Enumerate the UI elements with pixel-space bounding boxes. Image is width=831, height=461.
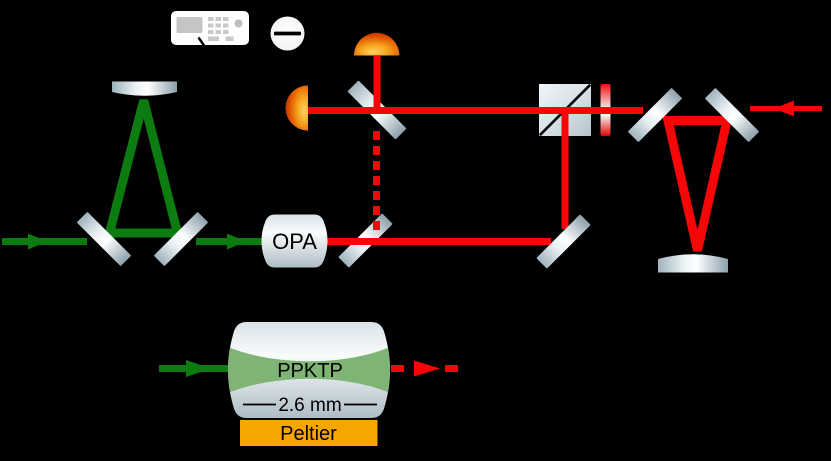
- red-output-arrowhead-icon: [414, 360, 440, 377]
- spectrum-analyzer-icon: [171, 11, 249, 47]
- ppktp-panel: PPKTP 2.6 mm Peltier: [159, 322, 458, 446]
- green-pump-arrowhead-icon: [186, 360, 211, 377]
- green-input-arrowhead-icon: [28, 233, 47, 250]
- analyzer-knob-icon: [234, 19, 243, 28]
- crystal-length-label: 2.6 mm: [278, 395, 341, 416]
- top-photodiode-icon: [354, 32, 400, 56]
- opa-crystal-icon: OPA: [261, 214, 328, 268]
- green-mc-input-mirror-icon: [77, 212, 131, 266]
- red-mc-right-mirror-icon: [705, 88, 759, 142]
- lower-right-mirror-icon: [536, 214, 591, 269]
- red-mc-left-mirror-icon: [628, 88, 682, 142]
- crystal-length-dimension: 2.6 mm: [243, 395, 377, 416]
- red-cavity-beam: [662, 116, 733, 252]
- left-photodiode-icon: [285, 85, 308, 131]
- minus-subtractor-icon: [270, 16, 305, 51]
- beam-paths: [2, 56, 822, 252]
- green-mc-output-mirror-icon: [154, 212, 208, 266]
- analyzer-pointer: [197, 36, 206, 47]
- green-mc-curved-mirror-icon: [112, 81, 177, 96]
- red-input-arrowhead-icon: [774, 100, 794, 117]
- green-opa-arrowhead-icon: [227, 233, 246, 250]
- focused-beam-waist-icon: [228, 347, 390, 393]
- ppktp-crystal-icon: PPKTP 2.6 mm: [228, 322, 390, 418]
- peltier-label: Peltier: [280, 423, 337, 445]
- red-output-dashed-arrow: [391, 360, 458, 377]
- green-cavity-beam: [103, 99, 184, 238]
- peltier-element-icon: Peltier: [240, 420, 378, 446]
- opa-label: OPA: [272, 229, 317, 254]
- red-mc-curved-mirror-icon: [658, 254, 728, 273]
- ppktp-label: PPKTP: [277, 360, 343, 382]
